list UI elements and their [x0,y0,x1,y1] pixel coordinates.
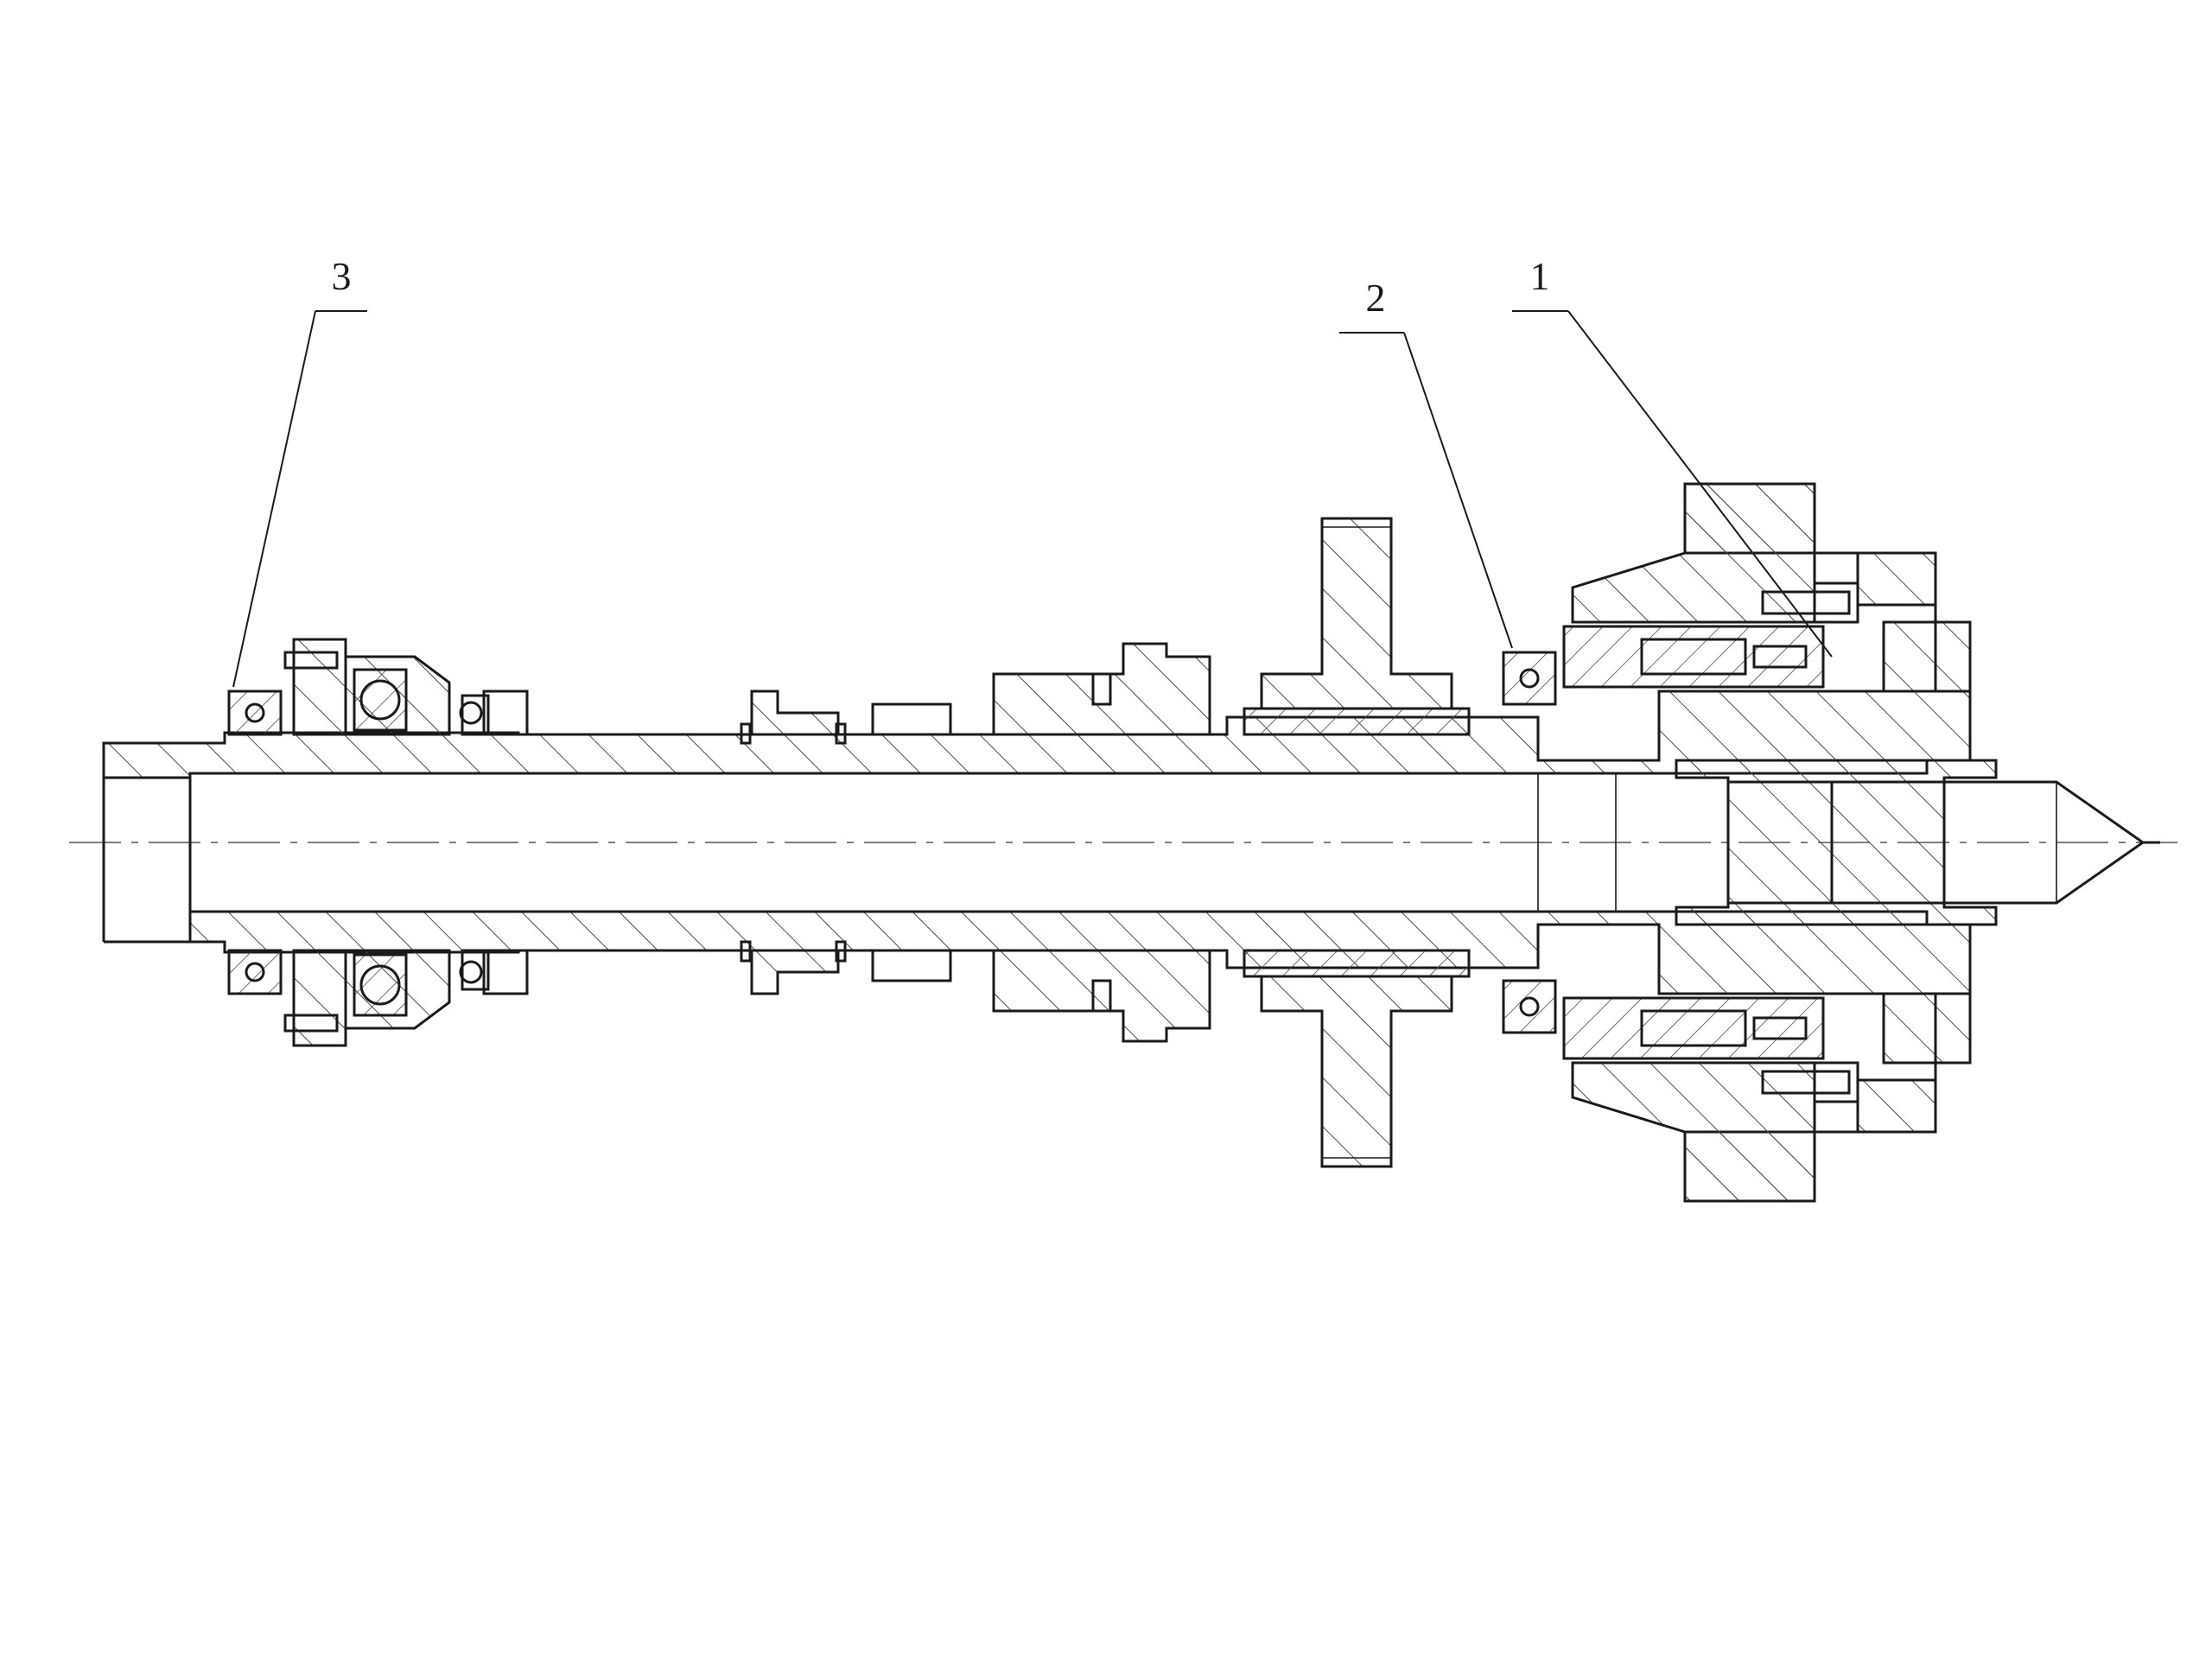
callout-3-label: 3 [332,254,352,298]
spindle-gear [1243,517,1471,1168]
callout-1: 1 [1512,254,1833,658]
live-center [1675,759,2160,926]
flange-bolts [1761,582,1859,1103]
front-flange-upper [1562,482,1972,693]
front-lock-collar [1502,651,1557,1034]
callout-2-label: 2 [1366,276,1386,320]
sliding-gear [740,690,952,995]
rear-bearing-assembly [283,638,529,1047]
front-flange-lower [1562,992,1972,1203]
rear-lock-collar [227,690,283,995]
callout-3: 3 [232,254,367,688]
callout-1-label: 1 [1530,254,1550,298]
shift-coupling [992,642,1211,1043]
callout-2: 2 [1339,276,1513,649]
